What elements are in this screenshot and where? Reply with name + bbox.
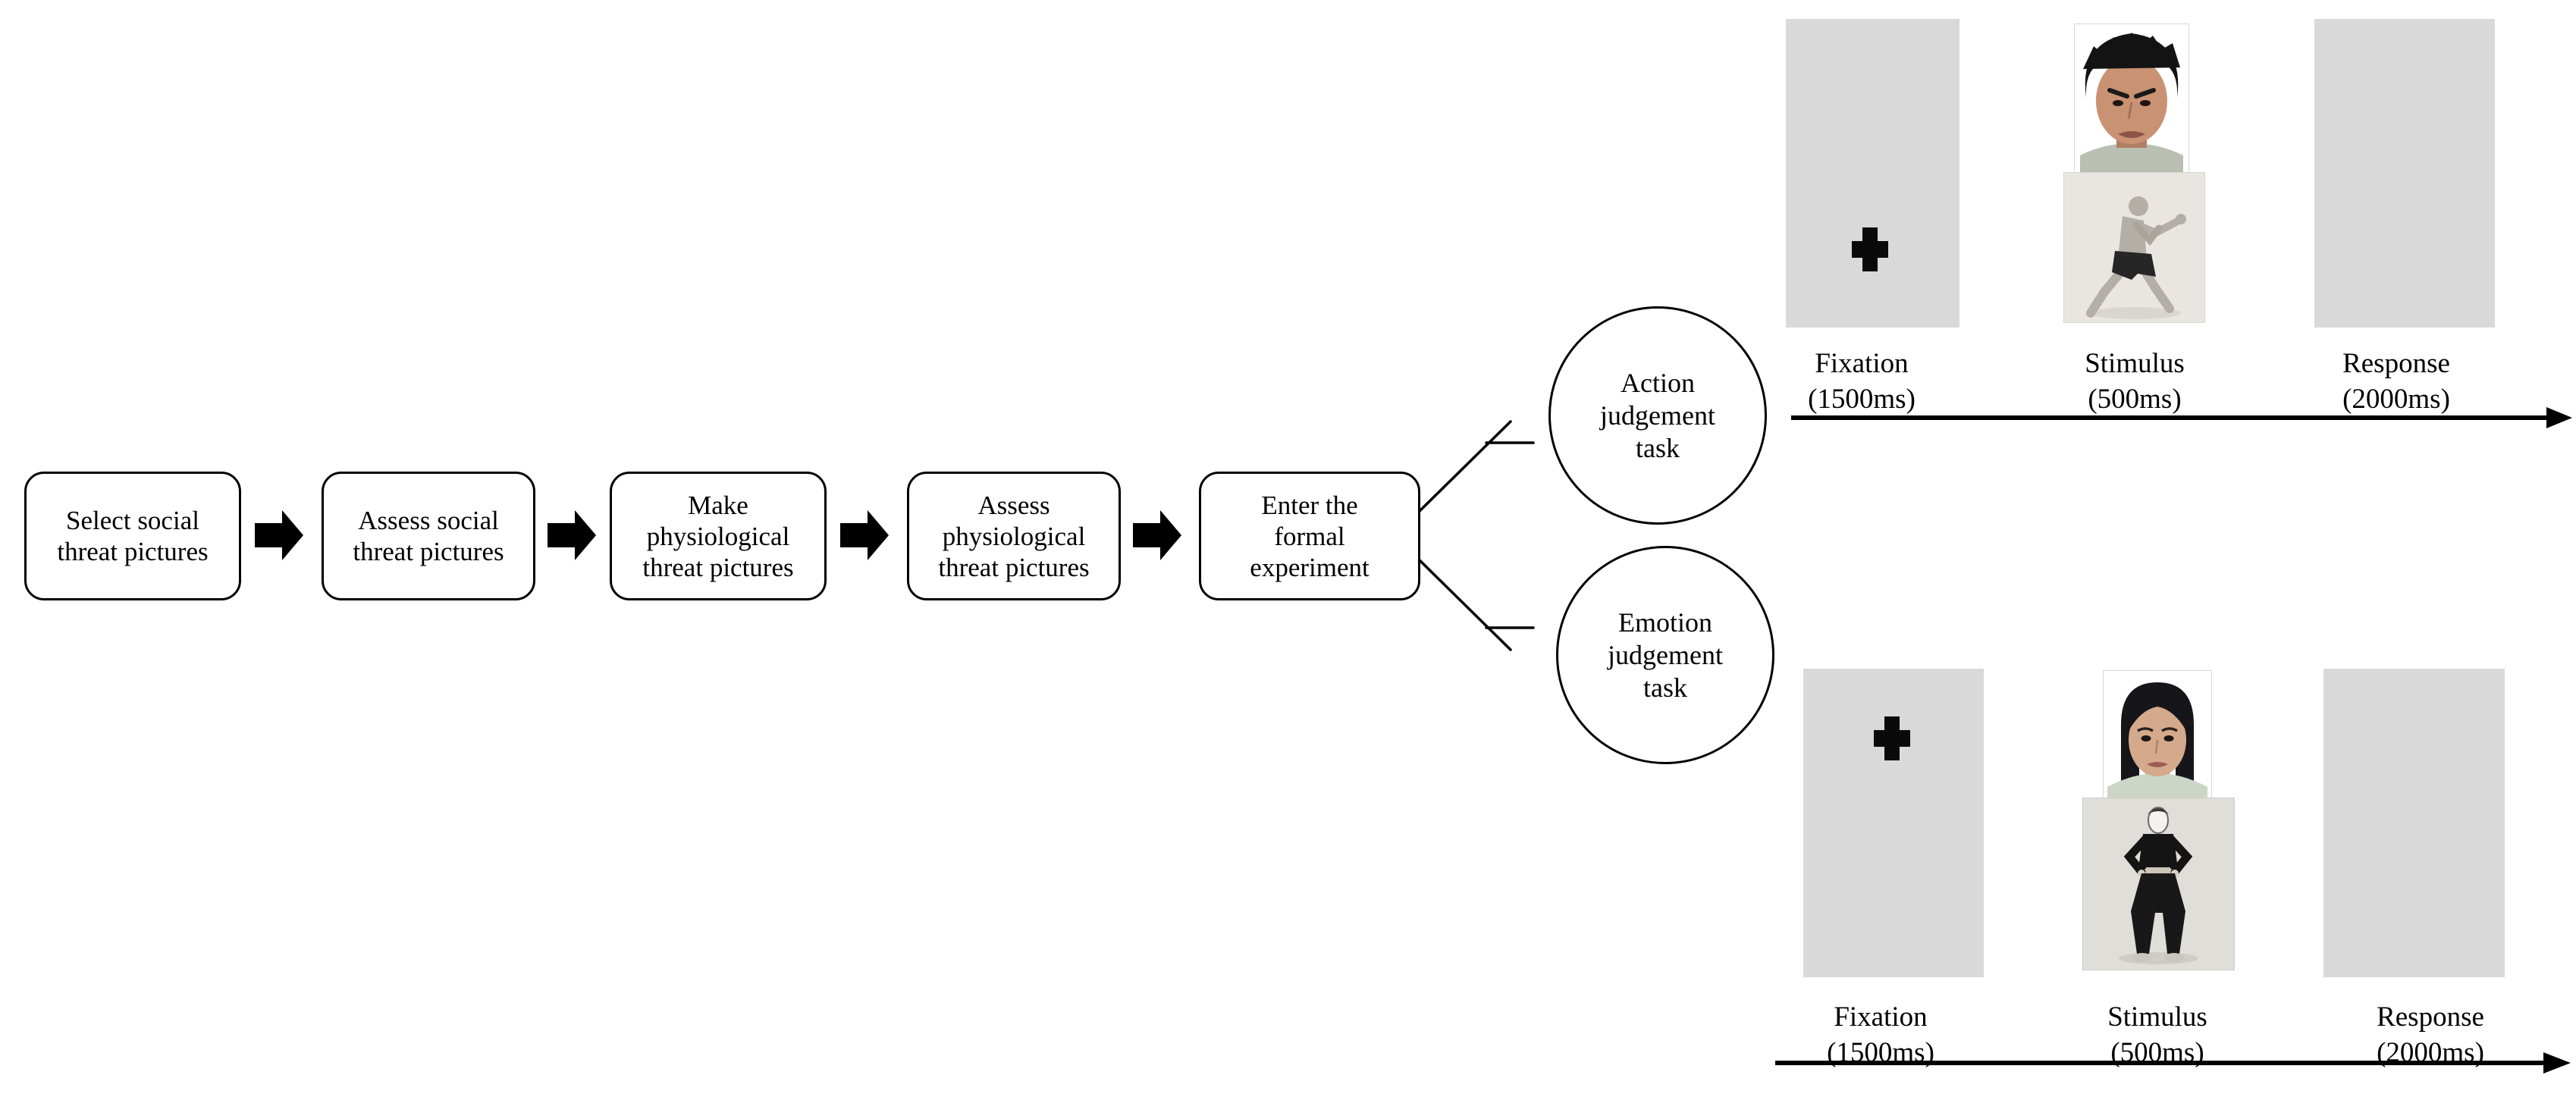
stage-label-stimulus-emotion: Stimulus (500ms) [2036, 999, 2279, 1070]
flow-step-label: Select social threat pictures [57, 506, 209, 566]
stage-duration: (500ms) [2088, 384, 2182, 415]
stimulus-face-image-action [2074, 24, 2189, 173]
action-judgement-task-circle: Action judgement task [1548, 306, 1767, 525]
flow-arrow-3 [840, 510, 889, 560]
stage-duration: (1500ms) [1808, 384, 1916, 415]
stage-name: Response [2342, 348, 2450, 379]
stimulus-body-image-action [2063, 172, 2205, 323]
flow-step-label: Make physiological threat pictures [642, 490, 794, 582]
stage-duration: (1500ms) [1827, 1037, 1934, 1068]
fixation-panel-action [1786, 19, 1959, 328]
flow-step-label: Enter the formal experiment [1250, 490, 1370, 582]
flow-arrow-4 [1133, 510, 1181, 560]
stimulus-body-image-emotion [2082, 798, 2235, 970]
branch-line-action-task [1415, 420, 1535, 516]
stage-label-stimulus-action: Stimulus (500ms) [2013, 346, 2256, 417]
flow-step-select-social-threat: Select social threat pictures [24, 472, 241, 600]
fixation-panel-emotion [1803, 669, 1984, 977]
stage-duration: (2000ms) [2377, 1037, 2484, 1068]
stage-name: Fixation [1834, 1002, 1928, 1033]
flow-step-assess-physiological-threat: Assess physiological threat pictures [907, 472, 1121, 600]
stage-label-fixation-emotion: Fixation (1500ms) [1759, 999, 2002, 1070]
stage-label-fixation-action: Fixation (1500ms) [1740, 346, 1983, 417]
stage-label-response-emotion: Response (2000ms) [2309, 999, 2552, 1070]
stage-duration: (500ms) [2110, 1037, 2204, 1068]
stage-name: Fixation [1815, 348, 1909, 379]
stage-name: Stimulus [2085, 348, 2185, 379]
stimulus-face-image-emotion [2103, 670, 2212, 800]
stage-name: Stimulus [2107, 1002, 2207, 1033]
flow-step-label: Assess social threat pictures [353, 506, 504, 566]
stage-duration: (2000ms) [2342, 384, 2450, 415]
flow-step-label: Assess physiological threat pictures [938, 490, 1090, 582]
task-circle-label: Action judgement task [1600, 367, 1715, 463]
stage-name: Response [2377, 1002, 2484, 1033]
flow-step-enter-formal-experiment: Enter the formal experiment [1199, 472, 1420, 600]
flow-arrow-1 [255, 510, 303, 560]
fixation-cross-icon [1874, 716, 1910, 760]
flow-step-assess-social-threat: Assess social threat pictures [322, 472, 535, 600]
branch-line-emotion-task [1415, 556, 1535, 651]
flow-arrow-2 [548, 510, 596, 560]
fixation-cross-icon [1852, 227, 1888, 271]
flow-step-make-physiological-threat: Make physiological threat pictures [610, 472, 827, 600]
response-panel-action [2314, 19, 2495, 328]
stage-label-response-action: Response (2000ms) [2275, 346, 2518, 417]
response-panel-emotion [2323, 669, 2505, 977]
task-circle-label: Emotion judgement task [1608, 607, 1723, 703]
emotion-judgement-task-circle: Emotion judgement task [1556, 546, 1774, 764]
